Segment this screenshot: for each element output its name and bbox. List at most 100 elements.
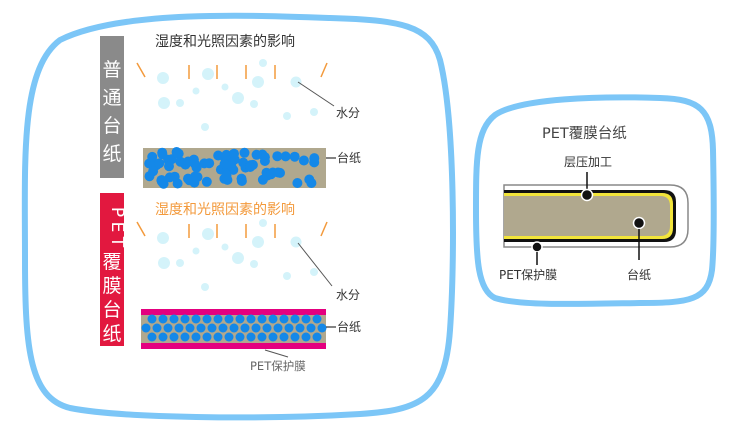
paper-fiber bbox=[280, 151, 291, 162]
paper-fiber bbox=[213, 314, 223, 324]
paper-fiber bbox=[251, 149, 262, 160]
moisture-drop bbox=[310, 108, 318, 116]
paper-fiber bbox=[147, 332, 157, 342]
paper-fiber bbox=[191, 332, 201, 342]
paper-fiber bbox=[169, 332, 179, 342]
lamination-marker bbox=[580, 188, 594, 202]
paper-fiber bbox=[246, 314, 256, 324]
normal-paper-fibers bbox=[144, 147, 320, 189]
paper-fiber bbox=[267, 167, 278, 178]
normal-side-char: 台 bbox=[102, 115, 121, 137]
paper-fiber bbox=[295, 323, 305, 333]
paper-fiber bbox=[290, 314, 300, 324]
right-title: PET覆膜台纸 bbox=[542, 125, 627, 142]
moisture-drop bbox=[259, 219, 267, 227]
paper-fiber bbox=[199, 158, 210, 169]
pet-side-tag bbox=[100, 193, 124, 346]
normal-light-rays bbox=[136, 62, 328, 79]
paper-fiber bbox=[229, 323, 239, 333]
lamination-label: 层压加工 bbox=[564, 155, 612, 169]
light-ray bbox=[136, 221, 146, 237]
paper-fiber bbox=[202, 314, 212, 324]
moisture-drop bbox=[232, 252, 244, 264]
paper-fiber bbox=[158, 332, 168, 342]
pet-side-char: 膜 bbox=[102, 275, 121, 297]
paper-fiber bbox=[257, 314, 267, 324]
pet-side-char: 纸 bbox=[102, 323, 121, 345]
moisture-drop bbox=[157, 72, 169, 84]
moisture-drop bbox=[252, 76, 264, 88]
paper-fiber bbox=[306, 323, 316, 333]
paper-fiber bbox=[224, 332, 234, 342]
right-film-label: PET保护膜 bbox=[499, 268, 557, 282]
moisture-drop bbox=[283, 272, 291, 280]
film-marker bbox=[531, 241, 543, 253]
paper-fiber bbox=[268, 314, 278, 324]
pet-side-latin-char: T bbox=[107, 236, 127, 248]
paper-fiber bbox=[207, 323, 217, 333]
paper-fiber bbox=[154, 158, 165, 169]
paper-fiber bbox=[156, 175, 167, 186]
paper-fiber bbox=[284, 323, 294, 333]
paper-fiber bbox=[213, 150, 224, 161]
paper-fiber bbox=[174, 323, 184, 333]
paper-fiber bbox=[202, 332, 212, 342]
paper-fiber bbox=[229, 148, 239, 159]
light-ray bbox=[136, 62, 146, 78]
pet-side-char: 覆 bbox=[102, 251, 121, 273]
paper-fiber bbox=[164, 172, 175, 183]
moisture-drop bbox=[221, 83, 229, 91]
pet-film-leader bbox=[264, 349, 289, 358]
moisture-drop bbox=[176, 259, 184, 267]
normal-title: 湿度和光照因素的影响 bbox=[155, 34, 295, 50]
paper-fiber bbox=[251, 323, 261, 333]
paper-fiber bbox=[158, 314, 168, 324]
paper-fiber bbox=[183, 173, 193, 184]
paper-fiber bbox=[235, 332, 245, 342]
pet-moisture-leader bbox=[297, 242, 333, 287]
moisture-drop bbox=[201, 123, 209, 131]
paper-fiber bbox=[180, 332, 190, 342]
paper-fiber bbox=[221, 149, 232, 160]
right-frame bbox=[472, 94, 717, 307]
normal-side-char: 普 bbox=[102, 59, 121, 81]
moisture-drop bbox=[201, 283, 209, 291]
normal-moisture-label: 水分 bbox=[336, 106, 360, 120]
pet-side-latin-char: E bbox=[107, 222, 127, 233]
pet-moisture-drops bbox=[157, 219, 318, 291]
paper-fiber bbox=[201, 176, 212, 187]
pet-moisture-label: 水分 bbox=[336, 288, 360, 302]
paper-fiber bbox=[169, 314, 179, 324]
paper-fiber bbox=[157, 149, 168, 160]
moisture-drop bbox=[310, 268, 318, 276]
pet-paper-label: 台纸 bbox=[337, 319, 361, 334]
normal-moisture-leader bbox=[297, 81, 335, 107]
moisture-drop bbox=[290, 76, 302, 88]
paper-fiber bbox=[221, 170, 232, 181]
pet-title: 湿度和光照因素的影响 bbox=[155, 202, 295, 218]
pet-paper-fibers bbox=[141, 314, 327, 342]
paper-fiber bbox=[219, 159, 230, 170]
paper-fiber bbox=[185, 323, 195, 333]
paper-fiber bbox=[262, 323, 272, 333]
right-paper-label: 台纸 bbox=[627, 267, 651, 282]
pet-top-film bbox=[141, 309, 326, 315]
moisture-drop bbox=[250, 100, 258, 108]
paper-fiber bbox=[317, 323, 327, 333]
moisture-drop bbox=[202, 68, 214, 80]
paper-fiber bbox=[239, 147, 250, 158]
paper-fiber bbox=[312, 314, 322, 324]
moisture-drop bbox=[283, 112, 291, 120]
paper-fiber bbox=[191, 314, 201, 324]
paper-fiber bbox=[268, 332, 278, 342]
normal-side-char: 纸 bbox=[102, 143, 121, 165]
pet-film-label: PET保护膜 bbox=[250, 359, 306, 373]
paper-fiber bbox=[279, 332, 289, 342]
moisture-drop bbox=[250, 260, 258, 268]
light-ray bbox=[320, 62, 328, 78]
paper-fiber bbox=[257, 174, 268, 185]
paper-fiber bbox=[218, 323, 228, 333]
moisture-drop bbox=[252, 236, 264, 248]
pet-light-rays bbox=[136, 221, 328, 238]
